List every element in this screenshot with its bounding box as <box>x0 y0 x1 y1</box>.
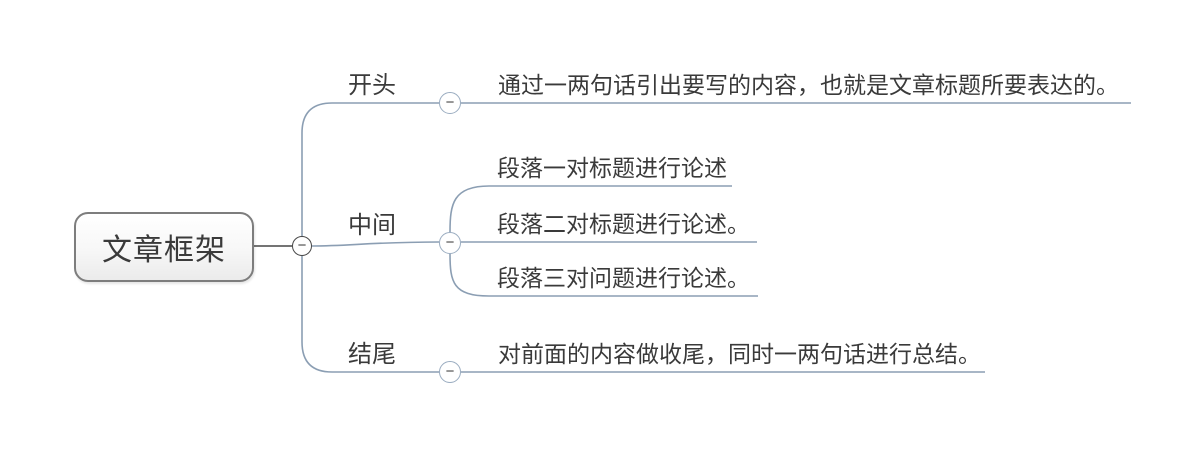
branch-node-jiewei[interactable]: 结尾 <box>348 341 396 368</box>
minus-icon: − <box>445 93 455 111</box>
child-node[interactable]: 对前面的内容做收尾，同时一两句话进行总结。 <box>498 341 981 367</box>
branch-line-jiewei <box>301 256 439 373</box>
collapse-button-jiewei[interactable]: − <box>439 361 461 383</box>
branch-node-kaitou[interactable]: 开头 <box>348 72 396 99</box>
child-line-zhongjian-3 <box>449 253 758 297</box>
branch-line-kaitou <box>301 102 439 236</box>
child-node[interactable]: 段落二对标题进行论述。 <box>497 211 750 237</box>
minus-icon: − <box>445 362 455 380</box>
child-node[interactable]: 段落三对问题进行论述。 <box>497 265 750 291</box>
minus-icon: − <box>445 233 455 251</box>
branch-node-zhongjian[interactable]: 中间 <box>348 212 396 239</box>
child-line-zhongjian-1 <box>449 185 732 233</box>
branch-line-zhongjian <box>311 241 440 247</box>
collapse-button-zhongjian[interactable]: − <box>439 232 461 254</box>
child-node[interactable]: 段落一对标题进行论述 <box>497 155 727 181</box>
child-node[interactable]: 通过一两句话引出要写的内容，也就是文章标题所要表达的。 <box>498 72 1119 98</box>
root-node[interactable]: 文章框架 <box>74 212 254 282</box>
collapse-button-kaitou[interactable]: − <box>439 92 461 114</box>
minus-icon: − <box>297 236 307 254</box>
root-collapse-button[interactable]: − <box>292 236 312 256</box>
